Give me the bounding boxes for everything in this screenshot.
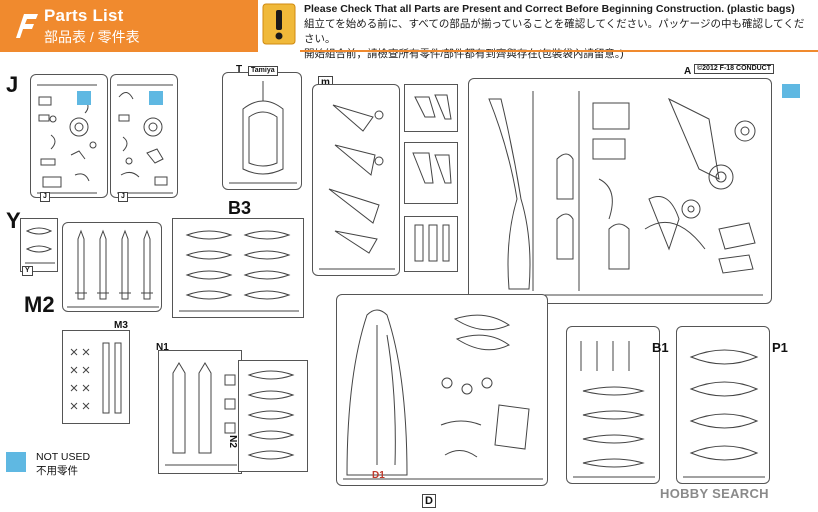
notice-japanese: 組立てを始める前に、すべての部品が揃っていることを確認してください。パッケージの… [304, 18, 805, 45]
notice-english: Please Check That all Parts are Present … [304, 3, 795, 15]
sprue-label-d: D [422, 494, 436, 508]
sprue-y [20, 218, 58, 272]
sprue-tag-j-left: J [40, 192, 50, 202]
sprue-p1 [676, 326, 770, 484]
sprue-n1 [158, 350, 242, 474]
sprue-tag-t: Tamiya [248, 66, 278, 76]
watermark: HOBBY SEARCH [660, 486, 769, 501]
sprue-t [222, 72, 302, 190]
header-banner: Parts List 部品表 / 零件表 [0, 0, 258, 52]
sprue-b1 [566, 326, 660, 484]
sprue-a [468, 78, 772, 304]
sprue-label-m3: M3 [114, 320, 128, 331]
header-divider [300, 50, 818, 52]
sprue-m-parts [319, 104, 395, 270]
not-used-legend-zh: 不用零件 [36, 465, 78, 477]
sprue-label-a: A [684, 66, 692, 77]
sprue-label-y: Y [6, 208, 21, 233]
sprue-d [336, 294, 548, 486]
sprue-m [312, 84, 400, 276]
sprue-y-parts [25, 227, 55, 264]
sprue-tag-a: ©2012 F-18 CONDUCT [694, 64, 775, 74]
sprue-n2-parts [247, 370, 295, 460]
warning-icon [262, 3, 296, 45]
sprue-tag-y: Y [22, 266, 33, 276]
sprue-label-p1: P1 [772, 340, 788, 355]
sprue-label-b1: B1 [652, 340, 669, 355]
page-subtitle: 部品表 / 零件表 [44, 29, 140, 45]
sprue-m2 [62, 222, 162, 312]
sprue-n1-parts [165, 362, 237, 466]
sprue-n2 [238, 360, 308, 472]
sprue-tag-j-right: J [118, 192, 128, 202]
sprue-b1-parts [573, 341, 655, 478]
sprue-small-3-parts [414, 224, 450, 262]
sprue-small-1 [404, 84, 458, 132]
page-title: Parts List [44, 6, 124, 25]
sprue-label-n1: N1 [156, 342, 169, 353]
not-used-legend-swatch [6, 452, 26, 472]
sprue-d-parts [343, 309, 543, 480]
sprue-j-left [30, 74, 108, 198]
sprue-small-3 [404, 216, 458, 272]
brand-logo-icon [16, 14, 38, 38]
sprue-small-2 [404, 142, 458, 204]
not-used-marker [77, 91, 91, 105]
sprue-label-t: T [236, 64, 243, 75]
sprue-t-parts [229, 81, 297, 184]
sprue-p1-parts [683, 349, 765, 478]
sprue-label-b3: B3 [228, 198, 252, 218]
sprue-small-1-parts [414, 94, 452, 120]
sprue-label-j: J [6, 72, 19, 97]
sprue-m2-parts [67, 229, 159, 308]
not-used-marker [149, 91, 163, 105]
sprue-m3-parts [70, 342, 122, 414]
sprue-j-left-parts [37, 84, 97, 194]
sprue-a-parts [479, 91, 763, 296]
sprue-b3-parts [179, 230, 299, 312]
assembly-notice: Please Check That all Parts are Present … [304, 2, 814, 62]
sprue-label-d1: D1 [372, 470, 385, 481]
sprue-label-m2: M2 [24, 292, 55, 317]
not-used-marker [782, 84, 800, 98]
sprue-j-right [110, 74, 178, 198]
sprue-label-n2: N2 [226, 435, 238, 448]
not-used-legend-en: NOT USED [36, 451, 91, 463]
sprue-m3 [62, 330, 130, 424]
sprue-small-2-parts [412, 152, 452, 184]
sprue-b3 [172, 218, 304, 318]
sprue-j-right-parts [117, 84, 173, 194]
